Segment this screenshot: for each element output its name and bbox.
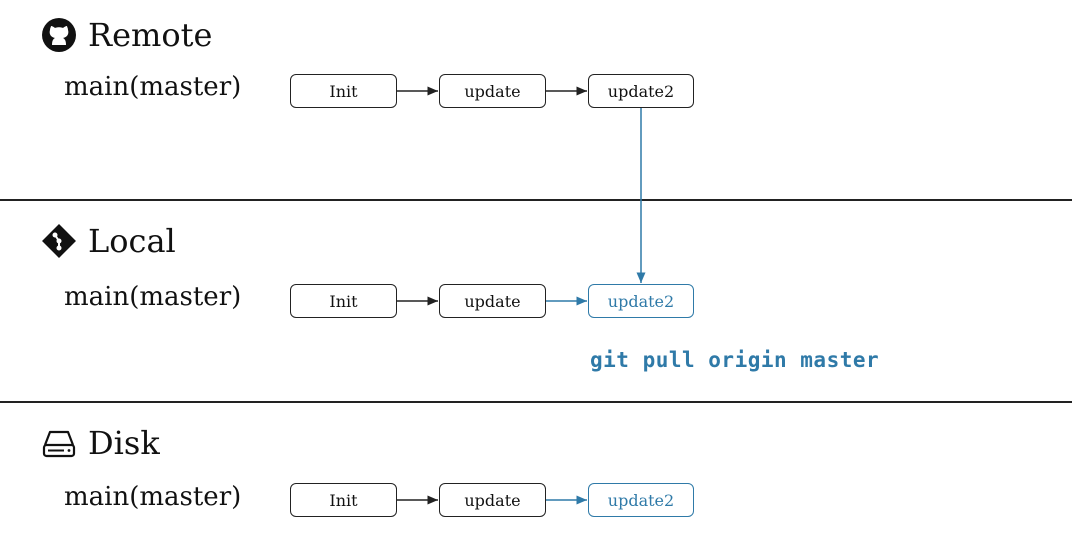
local-commit-update2: update2 [588, 284, 694, 318]
git-icon [40, 222, 78, 260]
remote-branch-label: main(master) [64, 72, 242, 102]
disk-commit-init: Init [290, 483, 397, 517]
local-title: Local [40, 222, 176, 260]
remote-commit-init: Init [290, 74, 397, 108]
disk-title-text: Disk [88, 424, 160, 462]
remote-title-text: Remote [88, 16, 213, 54]
git-pull-command: git pull origin master [590, 348, 880, 372]
disk-branch-label: main(master) [64, 482, 242, 512]
local-branch-label: main(master) [64, 282, 242, 312]
github-icon [40, 16, 78, 54]
remote-commit-update2: update2 [588, 74, 694, 108]
local-commit-update: update [439, 284, 546, 318]
divider-remote-local [0, 199, 1072, 201]
disk-commit-update: update [439, 483, 546, 517]
local-title-text: Local [88, 222, 176, 260]
hard-drive-icon [40, 424, 78, 462]
disk-title: Disk [40, 424, 160, 462]
remote-commit-update: update [439, 74, 546, 108]
divider-local-disk [0, 401, 1072, 403]
local-commit-init: Init [290, 284, 397, 318]
disk-commit-update2: update2 [588, 483, 694, 517]
remote-title: Remote [40, 16, 212, 54]
